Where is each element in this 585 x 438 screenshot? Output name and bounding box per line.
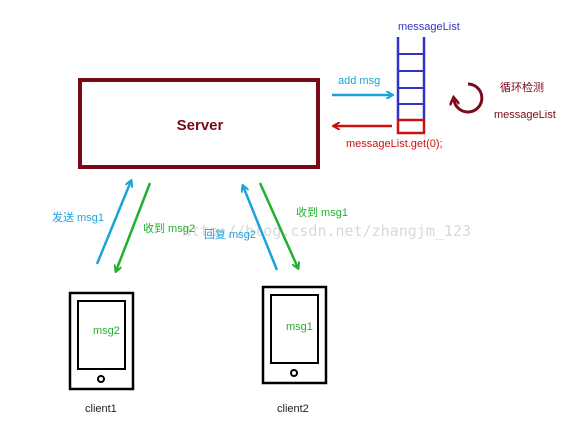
client1-device bbox=[68, 291, 135, 391]
add-msg-label: add msg bbox=[338, 75, 380, 87]
client2-receive-label: 收到 msg1 bbox=[296, 205, 348, 219]
client2-reply-label: 回复 msg2 bbox=[204, 227, 256, 241]
queue-stack bbox=[396, 37, 426, 120]
loop-arrow bbox=[454, 82, 484, 114]
queue-title: messageList bbox=[398, 21, 460, 33]
loop-label-line1: 循环检测 bbox=[500, 80, 544, 94]
client1-home-button bbox=[97, 375, 105, 383]
queue-head-slot bbox=[396, 118, 426, 135]
client2-home-button bbox=[290, 369, 298, 377]
client2-label: client2 bbox=[277, 403, 309, 415]
client1-send-label: 发送 msg1 bbox=[52, 210, 104, 224]
client1-label: client1 bbox=[85, 403, 117, 415]
watermark-text: http://blog.csdn.net/zhangjm_123 bbox=[182, 222, 471, 240]
client2-device bbox=[261, 285, 328, 385]
client1-send-arrow bbox=[95, 181, 131, 265]
get-msg-label: messageList.get(0); bbox=[346, 138, 443, 150]
client2-screen-text: msg1 bbox=[286, 321, 313, 333]
client1-receive-label: 收到 msg2 bbox=[143, 221, 195, 235]
client2-receive-arrow bbox=[258, 182, 298, 268]
client1-screen-text: msg2 bbox=[93, 325, 120, 337]
loop-label-line2: messageList bbox=[494, 109, 556, 121]
client2-reply-arrow bbox=[243, 186, 279, 271]
client1-receive-arrow bbox=[116, 182, 152, 271]
server-box bbox=[78, 78, 320, 169]
server-label: Server bbox=[177, 117, 224, 134]
